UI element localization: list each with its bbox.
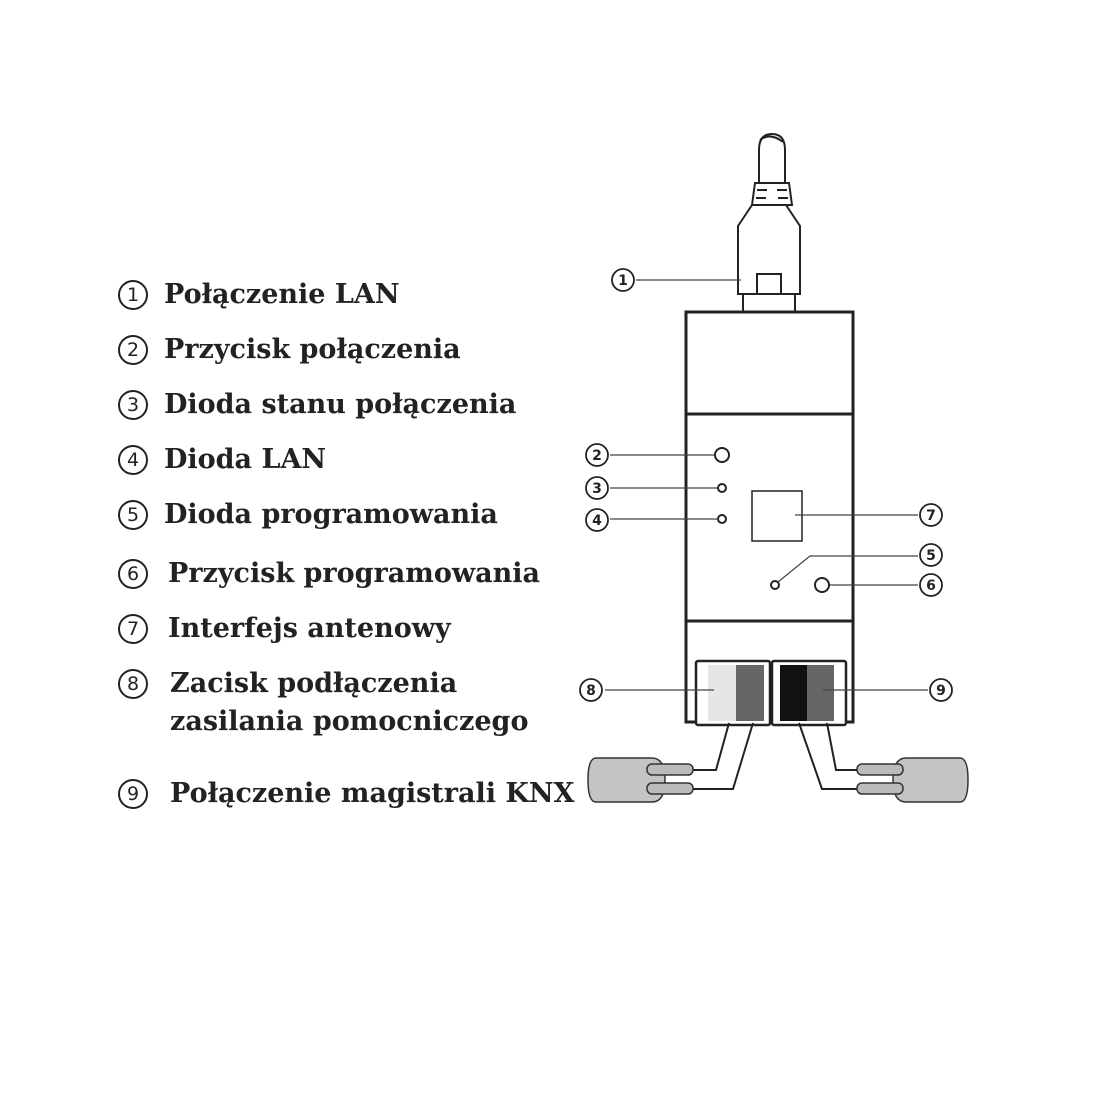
callout-number-3: 3	[118, 390, 148, 420]
programming-led	[770, 580, 780, 590]
callout-number-1: 1	[118, 280, 148, 310]
diagram-callout-3	[585, 476, 609, 500]
legend-item-programming-button: 6 Przycisk programowania	[118, 555, 540, 593]
programming-button	[814, 577, 830, 593]
callout-number-9: 9	[118, 779, 148, 809]
legend-label: Zacisk podłączenia zasilania pomocniczeg…	[170, 668, 529, 737]
callout-label: 8	[586, 683, 596, 699]
aux-power-cable-icon	[587, 757, 694, 803]
callout-label: 5	[926, 548, 936, 564]
legend-item-aux-power-terminal: 8 Zacisk podłączenia zasilania pomocnicz…	[118, 665, 528, 741]
callout-label: 1	[618, 273, 628, 289]
legend-item-lan-connection: 1 Połączenie LAN	[118, 276, 400, 314]
knx-bus-cable-icon	[856, 757, 969, 803]
connection-status-led	[717, 483, 727, 493]
lan-plug-icon	[737, 132, 801, 312]
legend-label: Przycisk programowania	[168, 558, 540, 589]
diagram-callout-5	[919, 543, 943, 567]
legend-label: Połączenie magistrali KNX	[170, 778, 575, 809]
callout-number-2: 2	[118, 335, 148, 365]
antenna-interface	[751, 490, 803, 542]
diagram-callout-8	[579, 678, 603, 702]
callout-label: 2	[592, 448, 602, 464]
callout-number-7: 7	[118, 614, 148, 644]
diagram-callout-4	[585, 508, 609, 532]
diagram-callout-1	[611, 268, 635, 292]
lan-led	[717, 514, 727, 524]
legend-item-lan-led: 4 Dioda LAN	[118, 441, 326, 479]
diagram-callout-7	[919, 503, 943, 527]
callout-number-8: 8	[118, 669, 148, 699]
terminal-blocks	[694, 659, 848, 727]
legend-item-programming-led: 5 Dioda programowania	[118, 496, 498, 534]
callout-label: 9	[936, 683, 946, 699]
callout-number-4: 4	[118, 445, 148, 475]
legend-item-connection-button: 2 Przycisk połączenia	[118, 331, 461, 369]
legend-item-connection-status-led: 3 Dioda stanu połączenia	[118, 386, 516, 424]
legend: 1 Połączenie LAN 2 Przycisk połączenia 3…	[118, 276, 575, 813]
callout-number-6: 6	[118, 559, 148, 589]
callout-label: 3	[592, 481, 602, 497]
callout-number-5: 5	[118, 500, 148, 530]
legend-item-knx-bus-connection: 9 Połączenie magistrali KNX	[118, 775, 575, 813]
legend-label: Połączenie LAN	[164, 279, 400, 310]
legend-label: Dioda programowania	[164, 499, 498, 530]
connection-button	[714, 447, 730, 463]
callout-label: 7	[926, 508, 936, 524]
legend-item-antenna-interface: 7 Interfejs antenowy	[118, 610, 451, 648]
callout-label: 4	[592, 513, 602, 529]
diagram-callout-9	[929, 678, 953, 702]
legend-label: Dioda LAN	[164, 444, 327, 475]
legend-label: Przycisk połączenia	[164, 334, 461, 365]
callout-label: 6	[926, 578, 936, 594]
diagram-callout-2	[585, 443, 609, 467]
legend-label: Dioda stanu połączenia	[164, 389, 517, 420]
diagram-callout-6	[919, 573, 943, 597]
legend-label: Interfejs antenowy	[168, 613, 451, 644]
